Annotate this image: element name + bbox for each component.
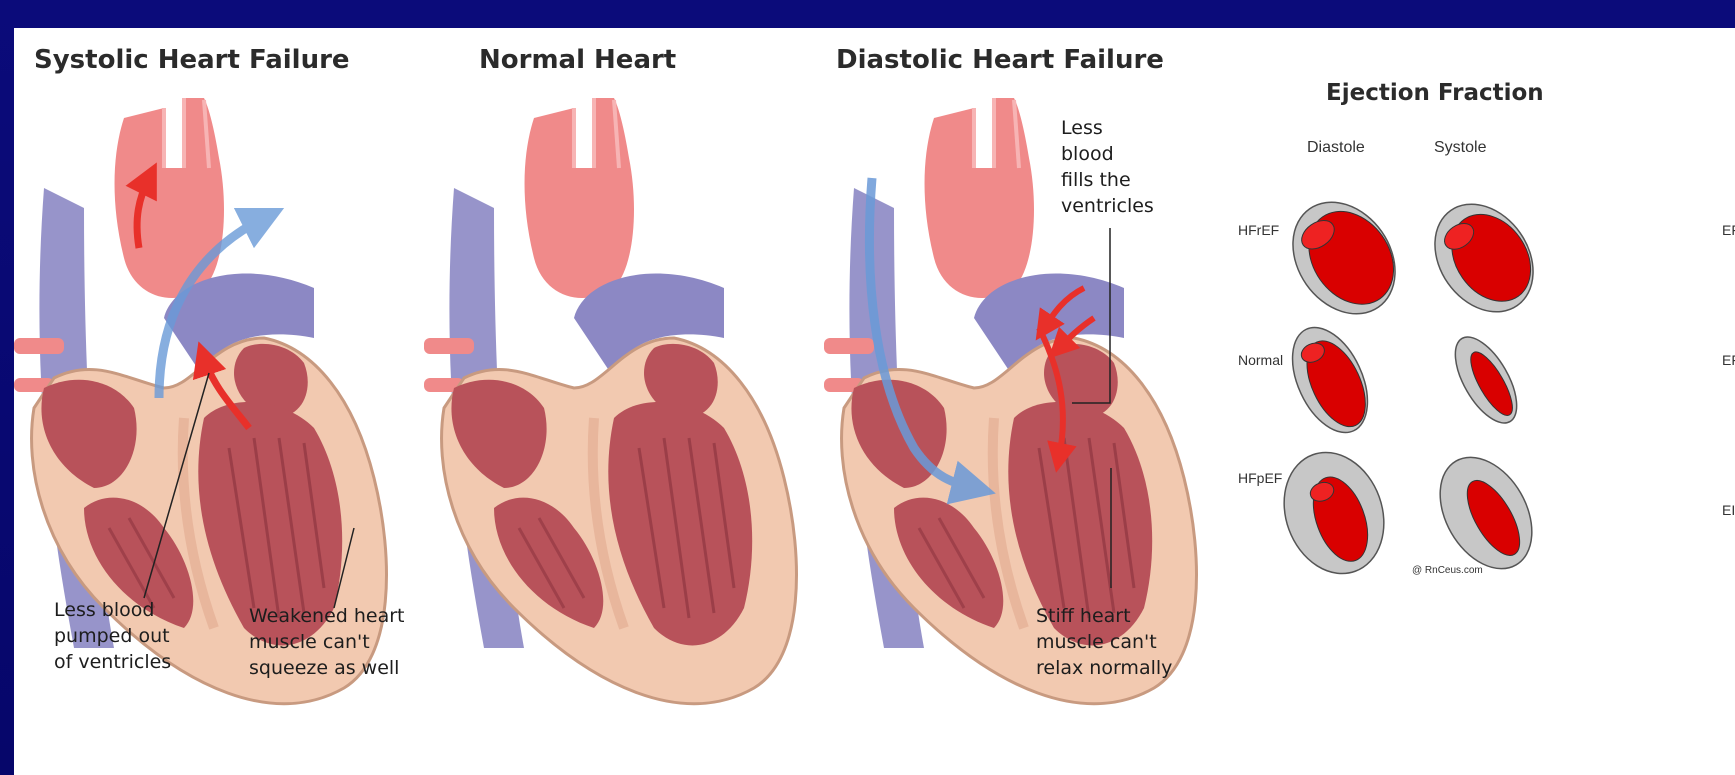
ef-column-systole: Systole [1434,139,1487,156]
heart-figure: Systolic Heart Failure Less blood pumped… [14,28,1735,775]
ef-shape-normal-systole [1443,327,1529,432]
annotation-less-blood-fills: Less blood fills the ventricles [1061,117,1154,217]
ef-column-diastole: Diastole [1307,139,1365,156]
ef-right-label-2: EF [1722,352,1735,368]
panel-title-systolic: Systolic Heart Failure [34,45,350,75]
ef-shape-normal-diastole [1277,316,1382,445]
ef-right-label-3: EI [1722,502,1735,518]
ef-shape-hfref-systole [1415,185,1554,330]
annotation-less-blood-pumped: Less blood pumped out of ventricles [54,599,176,673]
heart-illustration-diastolic [824,98,1196,704]
ef-title: Ejection Fraction [1326,80,1544,106]
ef-row-label-normal: Normal [1238,352,1283,368]
ef-row-label-hfref: HFrEF [1238,222,1279,238]
annotation-weakened-muscle: Weakened heart muscle can't squeeze as w… [249,605,411,679]
panel-title-normal: Normal Heart [479,45,676,75]
ef-right-label-1: EF [1722,222,1735,238]
ef-shape-hfpef-diastole [1268,438,1401,587]
ef-shape-hfpef-systole [1421,441,1550,585]
figure-panel: Systolic Heart Failure Less blood pumped… [14,28,1735,775]
heart-illustration-normal [424,98,796,704]
ef-credit: @ RnCeus.com [1412,565,1483,576]
ef-row-label-hfpef: HFpEF [1238,470,1282,486]
panel-title-diastolic: Diastolic Heart Failure [836,45,1164,75]
ef-shape-hfref-diastole [1272,182,1416,333]
